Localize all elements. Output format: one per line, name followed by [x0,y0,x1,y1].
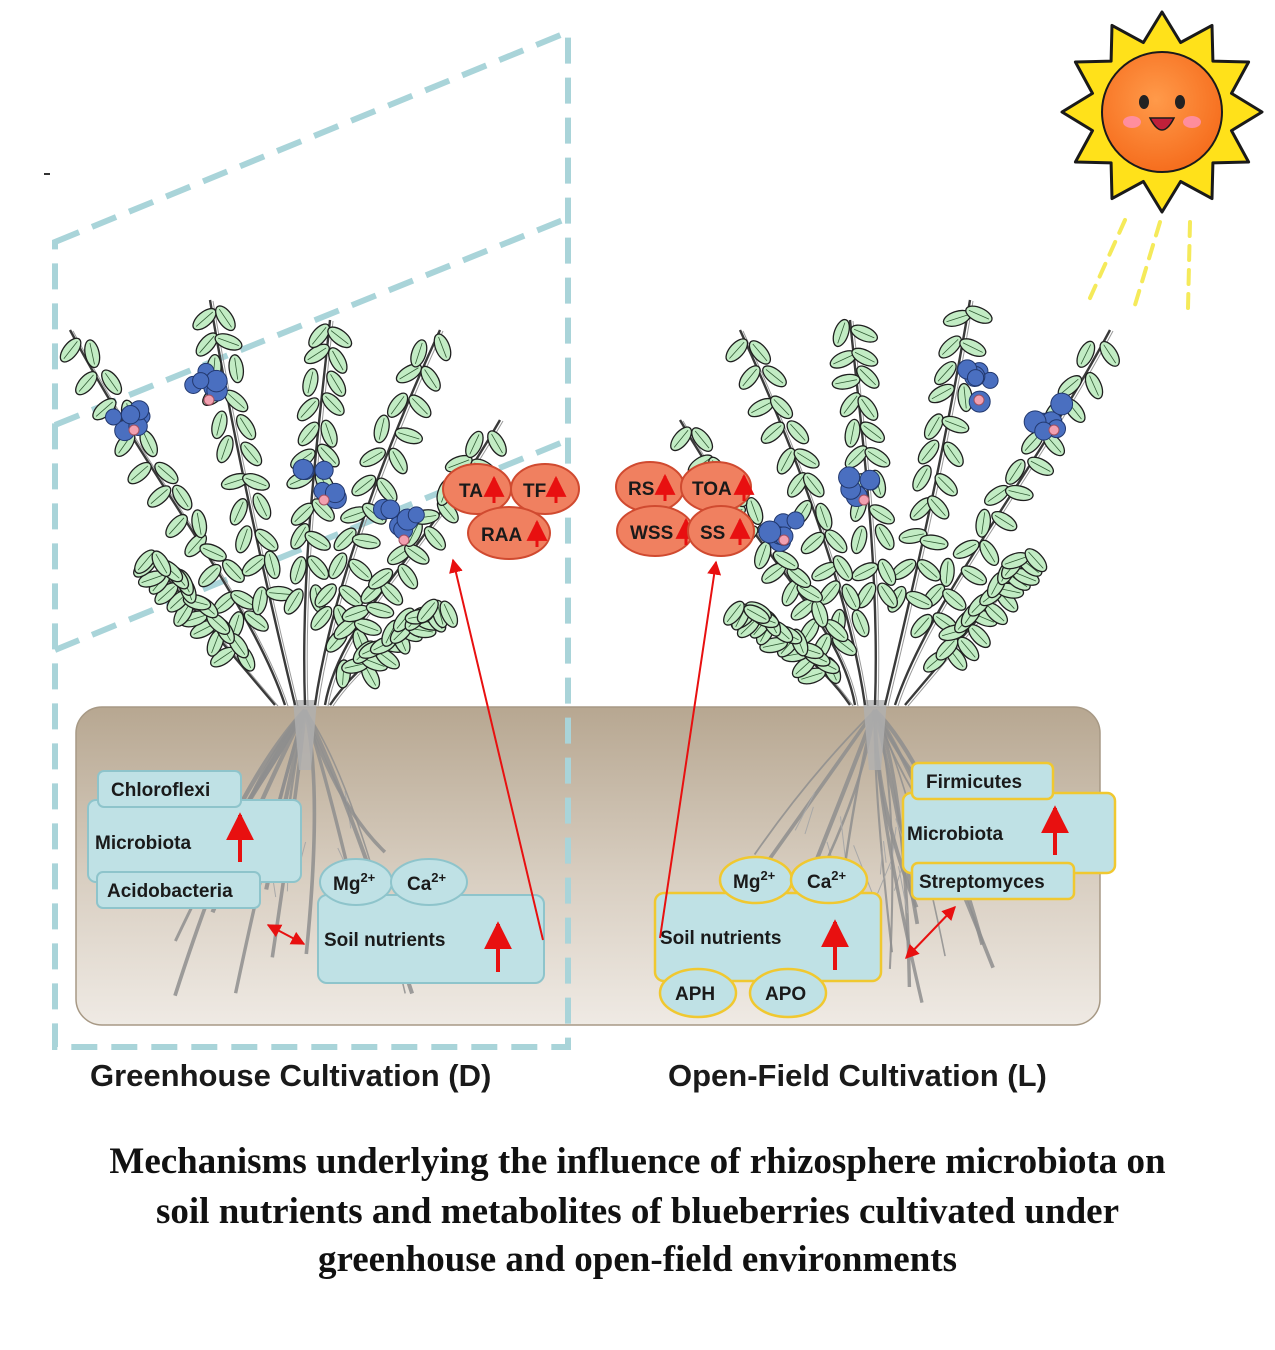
label-greenhouse: Greenhouse Cultivation (D) [90,1058,492,1093]
svg-text:RAA: RAA [481,525,522,546]
microbiota-box-greenhouse: Microbiota [87,799,302,883]
svg-text:Ca2+: Ca2+ [807,868,847,893]
ion-ca-openfield: Ca2+ [789,855,869,905]
soil-nutrients-box-openfield: Soil nutrients [653,891,883,983]
metabolite-rs: RS [615,461,685,513]
metabolite-wss: WSS [616,505,697,557]
taxon-chloroflexi: Chloroflexi [97,770,242,808]
svg-text:Mg2+: Mg2+ [733,868,776,893]
svg-text:Ca2+: Ca2+ [407,870,447,895]
link-microbiota-nutrients-greenhouse [266,924,306,945]
metabolite-ss: SS [687,505,755,557]
ion-ca-greenhouse: Ca2+ [390,858,468,906]
taxon-firmicutes: Firmicutes [910,761,1055,801]
microbiota-box-openfield: Microbiota [901,791,1117,875]
caption-line-3: greenhouse and open-field environments [318,1239,957,1280]
caption-line-2: soil nutrients and metabolites of bluebe… [155,1191,1119,1232]
svg-text:Streptomyces: Streptomyces [919,872,1045,893]
svg-text:APH: APH [675,984,715,1005]
svg-text:TA: TA [459,481,483,502]
taxon-acidobacteria: Acidobacteria [96,871,261,909]
ion-mg-greenhouse: Mg2+ [319,858,393,906]
stray-mark [44,173,50,175]
metabolite-toa: TOA [680,461,755,513]
taxon-streptomyces: Streptomyces [910,861,1076,901]
label-openfield: Open-Field Cultivation (L) [668,1058,1047,1093]
blueberry-bush-openfield [670,299,1120,707]
svg-text:Mg2+: Mg2+ [333,870,376,895]
diagram-svg: TA TF RAA Microbiota Chloroflexi Acidoba… [44,10,1264,1050]
sun-icon [1060,10,1264,214]
metabolite-raa: RAA [467,506,551,560]
svg-text:TF: TF [523,481,546,502]
sun-rays [1088,218,1192,310]
svg-text:Firmicutes: Firmicutes [926,772,1022,793]
blueberry-bush-greenhouse [59,299,507,707]
svg-text:APO: APO [765,984,806,1005]
soil-nutrients-box-greenhouse: Soil nutrients [317,894,545,984]
link-nutrients-metabolites-openfield [659,560,722,939]
metabolite-tf: TF [510,463,580,515]
svg-text:Acidobacteria: Acidobacteria [107,881,233,902]
svg-text:Soil nutrients: Soil nutrients [324,930,445,951]
svg-text:RS: RS [628,479,654,500]
ion-mg-openfield: Mg2+ [718,855,794,905]
svg-text:WSS: WSS [630,523,673,544]
svg-text:Microbiota: Microbiota [907,824,1003,845]
enzyme-aph: APH [658,967,738,1019]
link-microbiota-nutrients-openfield [905,905,956,960]
enzyme-apo: APO [748,967,828,1019]
link-nutrients-metabolites-greenhouse [449,558,544,941]
svg-text:Chloroflexi: Chloroflexi [111,780,210,801]
caption-line-1: Mechanisms underlying the influence of r… [109,1141,1166,1182]
svg-text:Soil nutrients: Soil nutrients [660,928,781,949]
metabolite-ta: TA [442,463,512,515]
svg-text:Microbiota: Microbiota [95,833,191,854]
svg-text:SS: SS [700,523,725,544]
svg-text:TOA: TOA [692,479,732,500]
